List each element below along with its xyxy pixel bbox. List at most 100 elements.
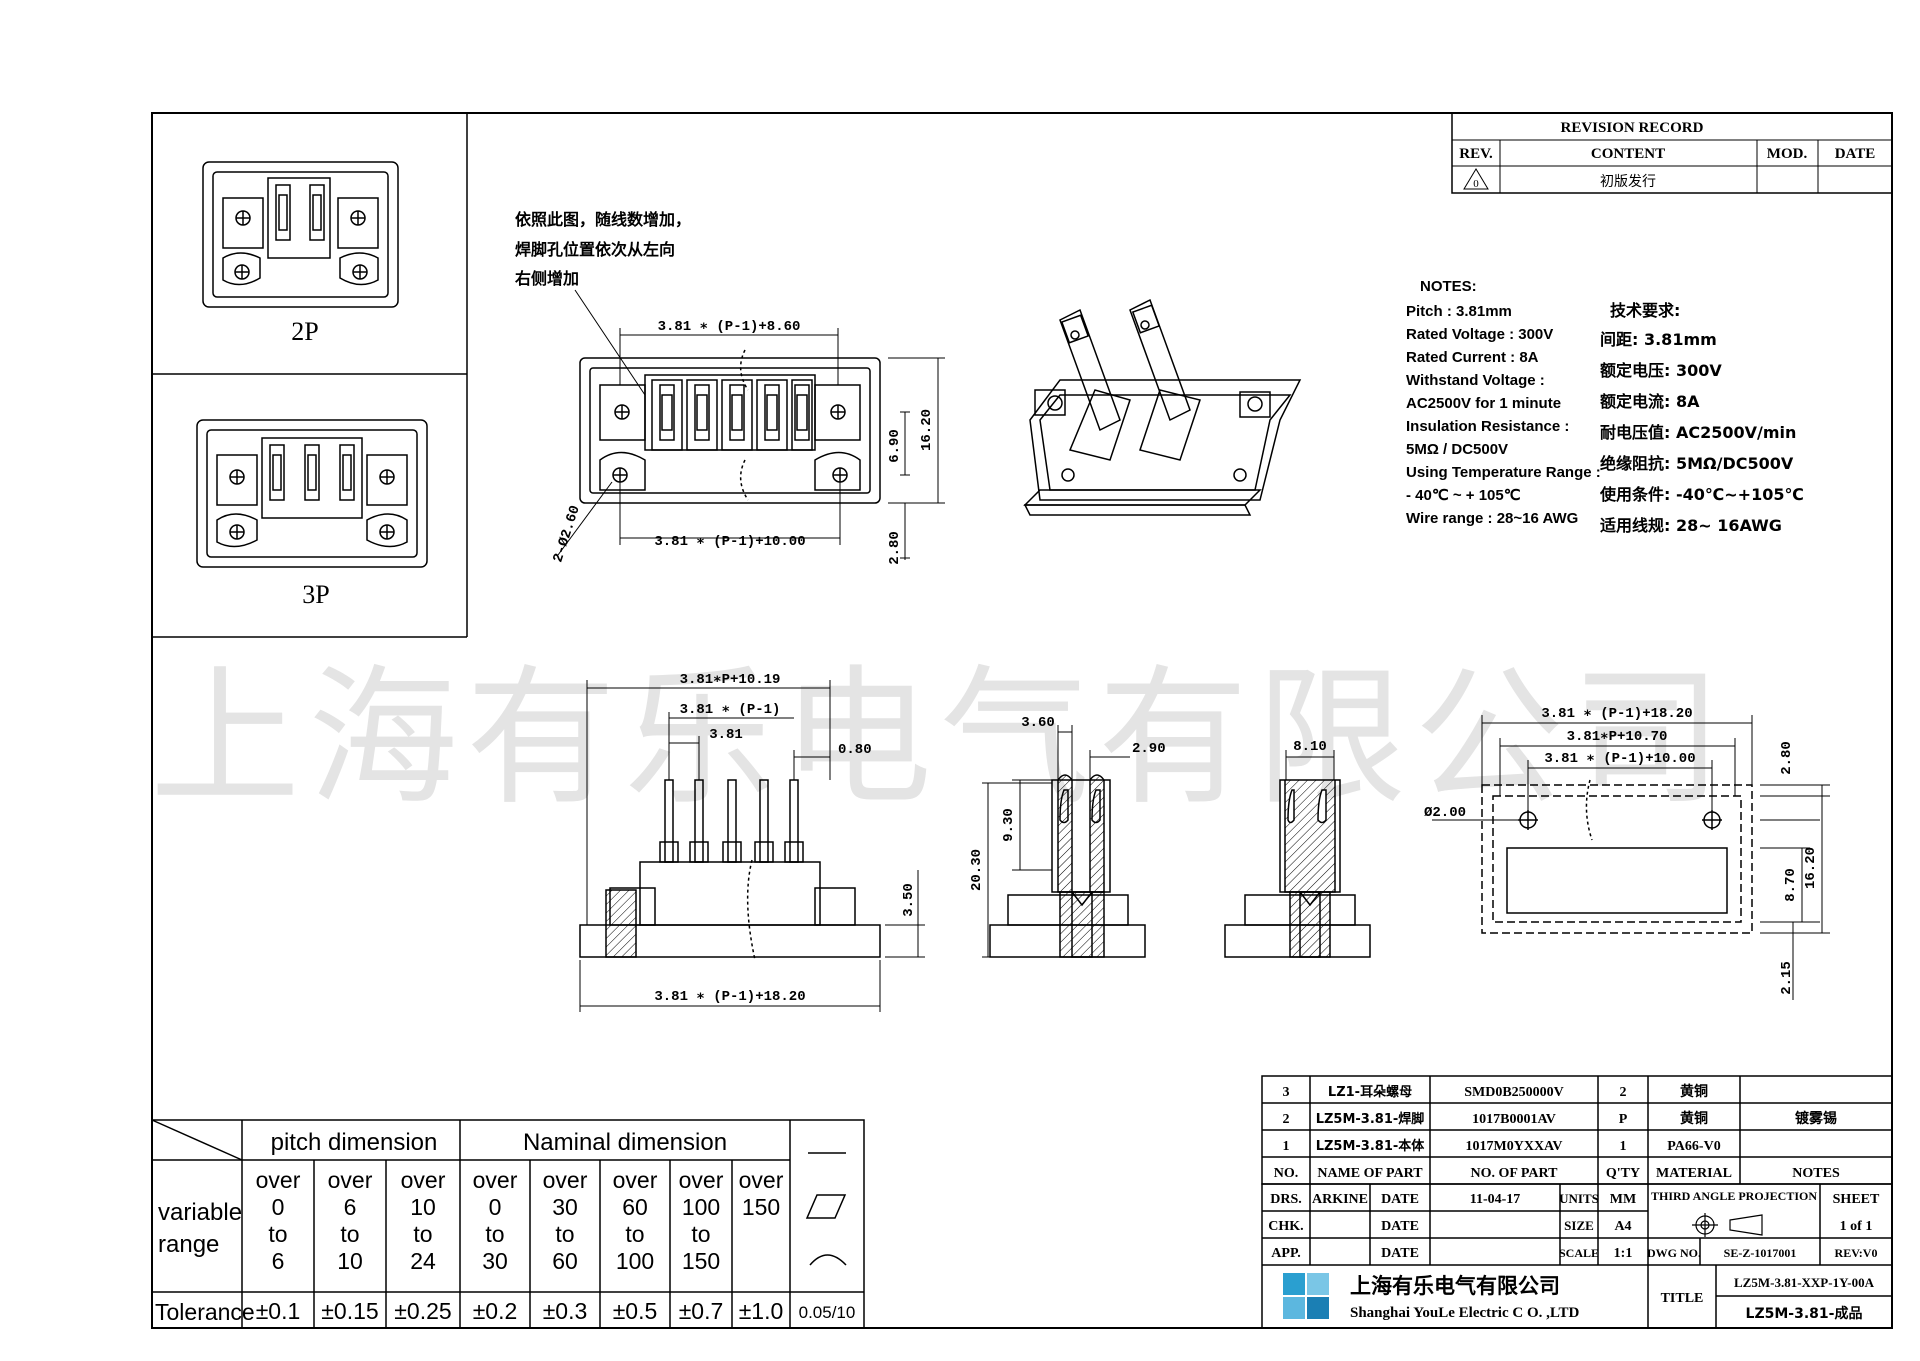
tol-value-3: ±0.2 [473,1298,518,1324]
notes-cn-line-1: 额定电压: 300V [1600,361,1722,380]
tolerance-cells: over0to6±0.1over6to10±0.15over10to24±0.2… [256,1167,784,1324]
tol-angle-value: 0.05/10 [799,1303,856,1322]
dim-sec-right: 2.90 [1132,741,1166,757]
tolerance-table [151,1119,865,1329]
tol-from-1: 6 [344,1194,357,1220]
notes-en-line-7: Using Temperature Range : [1406,464,1601,481]
title-block [1261,1183,1893,1329]
dim-height-total: 16.20 [919,409,935,451]
tol-over-4: over [543,1167,588,1193]
dim-fp-total: 3.81 ∗ (P-1)+18.20 [1541,706,1692,722]
notes-en-line-1: Rated Voltage : 300V [1406,326,1553,343]
tol-from-5: 60 [622,1194,648,1220]
tol-to-label-3: to [485,1221,504,1247]
tol-to-1: 10 [337,1248,363,1274]
company-name-en: Shanghai YouLe Electric C O. ,LTD [1350,1305,1580,1321]
notes-cn-title: 技术要求: [1610,301,1680,320]
dim-sec-mid-height: 9.30 [1001,808,1017,842]
bom-r1-notes: 镀雾锡 [1795,1110,1837,1127]
tol-group-pitch: pitch dimension [271,1129,438,1156]
watermark: 上海有乐电气有限公司 [150,652,1730,826]
revision-header-content: CONTENT [1591,146,1665,162]
company-name-cn: 上海有乐电气有限公司 [1350,1274,1560,1298]
tb-rev: REV:V0 [1835,1246,1878,1260]
tol-to-label-1: to [340,1221,359,1247]
notes-en-line-8: - 40℃ ~ + 105℃ [1406,487,1521,504]
projection-symbol-icon [1692,1213,1763,1237]
tol-to-2: 24 [410,1248,436,1274]
tb-chk: CHK. [1268,1219,1303,1234]
tol-value-0: ±0.1 [256,1298,301,1324]
tol-from-3: 0 [489,1194,502,1220]
bom-r1-qty: P [1619,1112,1628,1127]
tb-units: MM [1610,1192,1636,1207]
dim-side-gap: 0.80 [838,742,872,758]
thumbnail-3p [196,419,428,568]
bom-r2-no: 1 [1283,1139,1290,1154]
dim-side-bottom: 3.81 ∗ (P-1)+18.20 [654,989,805,1005]
tol-value-1: ±0.15 [321,1298,378,1324]
notes-cn-line-6: 适用线规: 28~ 16AWG [1600,516,1782,535]
tb-dwg-label: DWG NO. [1647,1246,1701,1260]
tol-row-label-1: variable [158,1199,242,1226]
dim-end-width: 8.10 [1293,739,1327,755]
tol-over-1: over [328,1167,373,1193]
tb-scale: 1:1 [1614,1246,1633,1261]
dim-side-pitch-span: 3.81 ∗ (P-1) [680,702,781,718]
tb-dwg-no: SE-Z-1017001 [1724,1246,1797,1260]
notes-cn-line-4: 绝缘阻抗: 5MΩ/DC500V [1600,454,1794,473]
notes-cn-line-5: 使用条件: -40℃~+105℃ [1599,485,1804,504]
tol-over-6: over [679,1167,724,1193]
bom-r0-qty: 2 [1620,1085,1627,1100]
revision-record: REVISION RECORD REV. CONTENT MOD. DATE 0… [1451,112,1893,194]
annotation-line-2: 焊脚孔位置依次从左向 [515,240,675,259]
bom-r1-part: 1017B0001AV [1472,1112,1556,1127]
tb-app: APP. [1271,1246,1300,1261]
tol-over-5: over [613,1167,658,1193]
tol-to-label-0: to [268,1221,287,1247]
thumbnail-2p-label: 2P [291,317,318,346]
tol-to-3: 30 [482,1248,508,1274]
end-view [1224,779,1371,958]
tb-title-code: LZ5M-3.81-XXP-1Y-00A [1734,1275,1875,1290]
bom-r0-name: LZ1-耳朵螺母 [1328,1084,1412,1100]
dim-fp-top: 2.80 [1779,741,1795,775]
bom-h-name: NAME OF PART [1317,1166,1423,1181]
tb-date-label-3: DATE [1381,1246,1419,1261]
dim-fp-height: 16.20 [1803,847,1819,889]
dim-hole-span: 3.81 ∗ (P-1)+10.00 [654,534,805,550]
drawing-frame [151,112,1893,1329]
tol-from-6: 100 [682,1194,720,1220]
thumbnail-panel [152,113,468,638]
bom-r1-no: 2 [1283,1112,1290,1127]
notes-en-line-0: Pitch : 3.81mm [1406,303,1512,320]
tb-projection: THIRD ANGLE PROJECTION [1651,1189,1817,1203]
tol-value-5: ±0.5 [613,1298,658,1324]
revision-title: REVISION RECORD [1561,120,1704,136]
dim-hole-callout: 2-Ø2.60 [550,504,583,565]
tol-row-label-2: range [158,1231,219,1258]
dim-side-pitch: 3.81 [709,727,743,743]
tol-to-5: 100 [616,1248,654,1274]
notes-en-line-3: Withstand Voltage : [1406,372,1545,389]
tb-title-label: TITLE [1661,1291,1704,1306]
tol-tolerance-label: Tolerance [155,1299,255,1325]
tol-group-nominal: Naminal dimension [523,1129,727,1156]
tb-units-label: UNITS [1559,1191,1599,1206]
notes-english: NOTES: Pitch : 3.81mm Rated Voltage : 30… [1406,278,1601,527]
tol-to-label-6: to [691,1221,710,1247]
bom-r2-qty: 1 [1620,1139,1627,1154]
tol-to-label-4: to [555,1221,574,1247]
tol-from-7: 150 [742,1194,780,1220]
tb-title-name: LZ5M-3.81-成品 [1746,1305,1863,1322]
notes-cn-line-2: 额定电流: 8A [1600,392,1700,411]
company-logo [1283,1273,1329,1319]
dim-fp-hole-dia: Ø2.00 [1424,805,1466,821]
revision-rev-value: 0 [1473,178,1479,190]
bom-h-notes: NOTES [1792,1166,1840,1181]
notes-cn-line-3: 耐电压值: AC2500V/min [1600,423,1796,442]
tol-from-0: 0 [272,1194,285,1220]
dim-height-inner: 6.90 [887,429,903,463]
tol-over-0: over [256,1167,301,1193]
